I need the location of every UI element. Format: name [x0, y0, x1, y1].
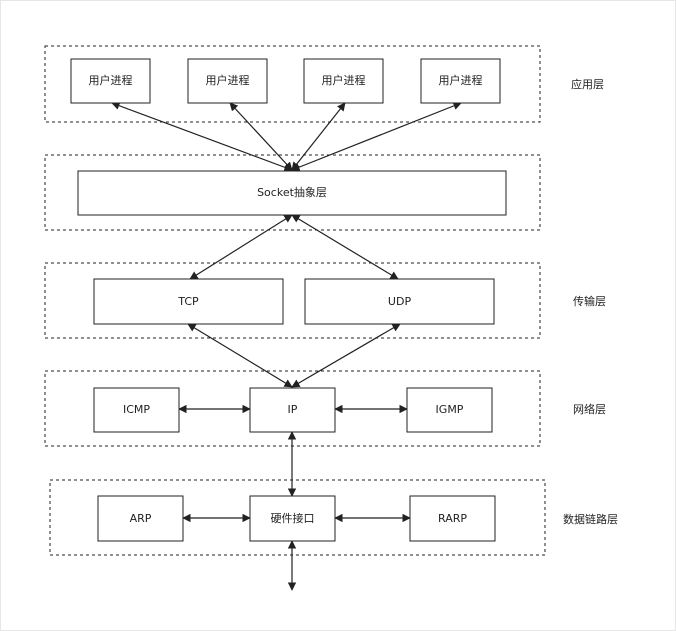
edge-socket-tcp [189, 214, 293, 280]
udp-label: UDP [388, 295, 412, 308]
arp-node: ARP [97, 495, 184, 542]
edge-socket-udp [291, 214, 399, 280]
tcp-label: TCP [177, 295, 199, 308]
layer-label-transport: 传输层 [573, 294, 606, 308]
edge-process2-socket [229, 102, 293, 171]
rarp-label: RARP [438, 512, 467, 525]
icmp-node: ICMP [93, 387, 180, 433]
edge-process1-socket [111, 101, 293, 172]
user-process-node-2: 用户进程 [187, 58, 268, 104]
datalink-layer-box [49, 479, 546, 556]
edge-process4-socket [291, 101, 462, 172]
igmp-label: IGMP [436, 403, 464, 416]
hardware-interface-label: 硬件接口 [271, 512, 315, 525]
layer-label-datalink: 数据链路层 [563, 512, 618, 526]
ip-node: IP [249, 387, 336, 433]
tcp-node: TCP [93, 278, 284, 325]
user-process-node-3: 用户进程 [303, 58, 384, 104]
icmp-label: ICMP [123, 403, 150, 416]
layer-label-network: 网络层 [573, 402, 606, 416]
user-process-node-4: 用户进程 [420, 58, 501, 104]
edge-tcp-ip [187, 323, 293, 388]
igmp-node: IGMP [406, 387, 493, 433]
edge-udp-ip [291, 323, 401, 388]
socket-node: Socket抽象层 [77, 170, 507, 216]
user-process-label-2: 用户进程 [206, 73, 250, 87]
socket-label: Socket抽象层 [257, 185, 327, 199]
udp-node: UDP [304, 278, 495, 325]
user-process-node-1: 用户进程 [70, 58, 151, 104]
ip-label: IP [288, 403, 298, 416]
layer-label-application: 应用层 [571, 77, 604, 91]
rarp-node: RARP [409, 495, 496, 542]
hardware-interface-node: 硬件接口 [249, 495, 336, 542]
arp-label: ARP [130, 512, 152, 525]
user-process-label-1: 用户进程 [89, 73, 133, 87]
user-process-label-3: 用户进程 [322, 73, 366, 87]
user-process-label-4: 用户进程 [439, 73, 483, 87]
